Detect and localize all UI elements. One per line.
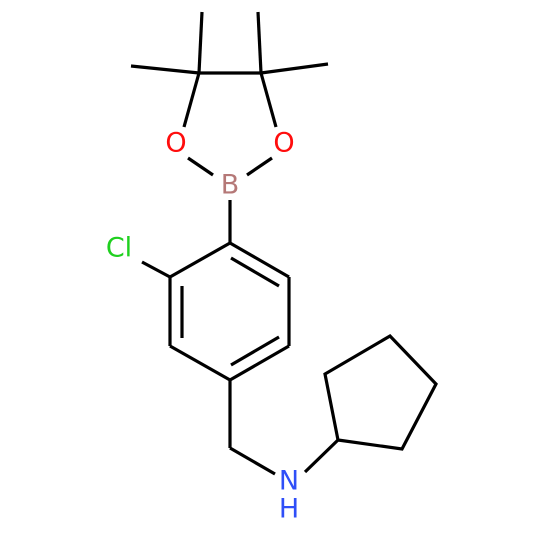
bonds (130, 11, 438, 476)
nitrogen-hydrogen-label: H (279, 494, 299, 525)
bond-c-o-left (182, 72, 201, 128)
boron-label: B (221, 170, 240, 201)
bond-methyl-left-top (197, 11, 204, 74)
bond-o-b-right (246, 156, 273, 177)
bond-ring-4-5 (169, 344, 231, 382)
bond-ring-3-4-inner (230, 335, 280, 367)
bond-ring-6-1 (169, 241, 231, 279)
oxygen-left-label: O (165, 128, 186, 159)
bond-methyl-right-top (256, 11, 263, 74)
bond-ring-1-2 (229, 241, 290, 279)
bond-o-b-left (187, 156, 214, 177)
bond-ring-3-4 (229, 344, 290, 382)
atom-labels: O O B Cl N H (106, 128, 299, 525)
bond-ch2-n (229, 446, 276, 476)
chlorine-label: Cl (106, 233, 132, 264)
bond-c-cl (141, 260, 171, 279)
bond-n-cyclopentyl (303, 438, 340, 474)
nitrogen-label: N (279, 466, 299, 497)
oxygen-right-label: O (273, 128, 294, 159)
bond-ring-1-2-inner (230, 256, 280, 288)
bond-methyl-right-side (260, 62, 329, 75)
bond-c-o-right (259, 72, 278, 128)
cyclopentane-ring (323, 333, 438, 451)
bond-methyl-left-side (130, 64, 200, 75)
